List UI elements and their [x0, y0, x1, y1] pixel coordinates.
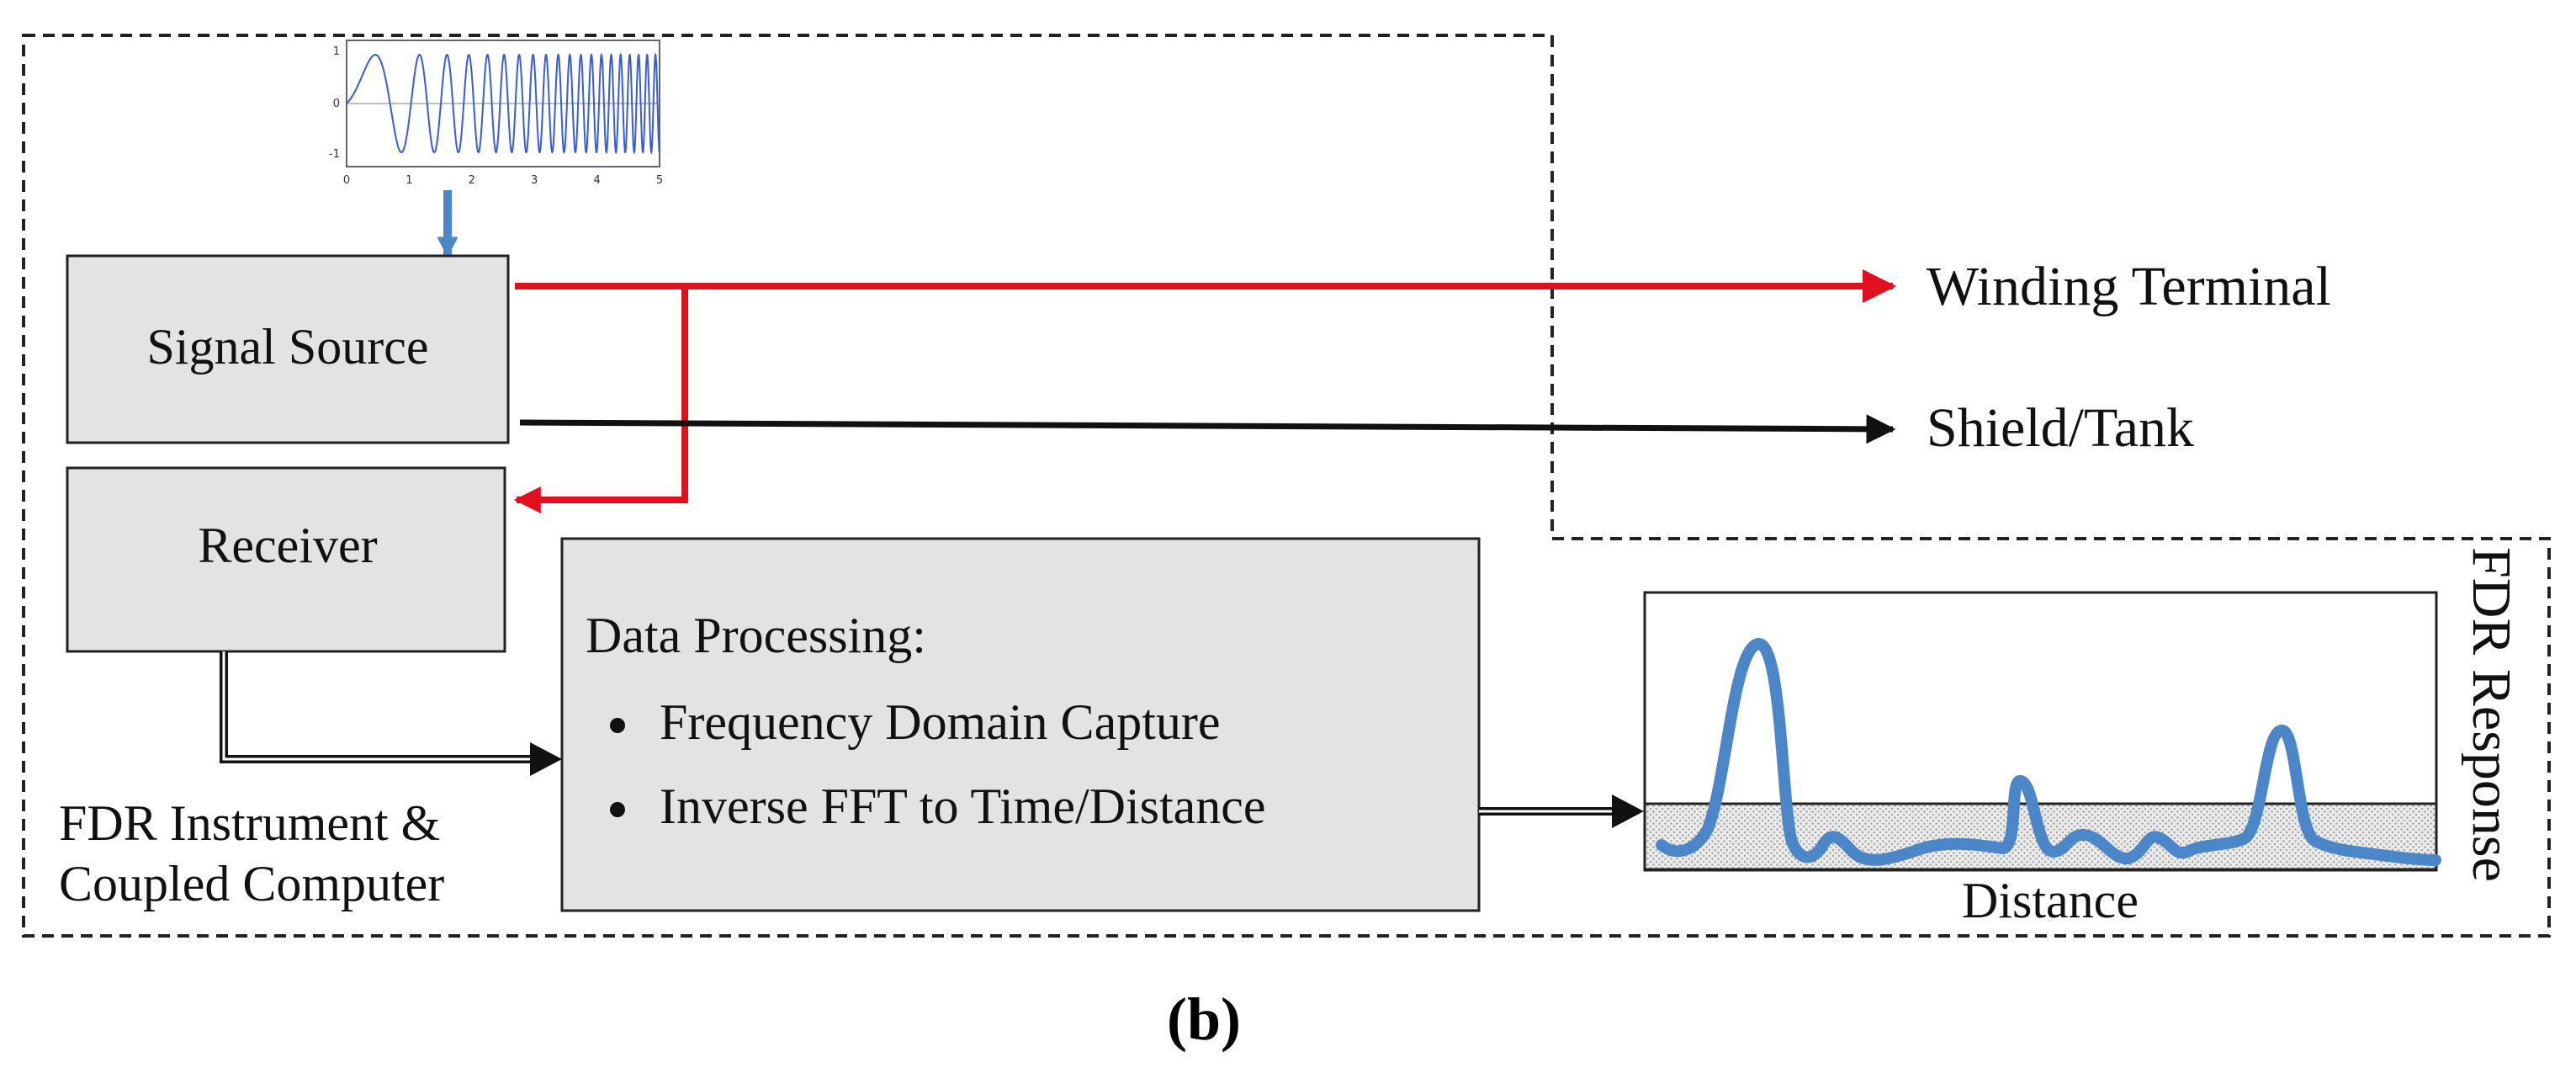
shield-tank-label: Shield/Tank: [1927, 397, 2194, 459]
response-x-label: Distance: [1962, 873, 2139, 928]
receiver-feedback-line: [513, 286, 688, 513]
chirp-y-tick-label: 0: [333, 98, 340, 110]
chirp-waveform: [346, 52, 660, 155]
response-curve: [1656, 638, 2441, 866]
figure-caption: (b): [1167, 986, 1241, 1053]
data-processing-bullet-1: Frequency Domain Capture: [660, 694, 1220, 750]
response-vertical-label: FDR Response: [2461, 547, 2522, 882]
signal-source-block: [66, 254, 510, 444]
instrument-label-line-1: FDR Instrument &: [59, 795, 440, 851]
chirp-x-ticks: 0 1 2 3 4 5: [343, 174, 663, 187]
chirp-y-tick-label: -1: [329, 148, 340, 161]
signal-source-label: Signal Source: [147, 319, 429, 375]
bullet-icon: [610, 802, 625, 817]
processing-to-response-arrowhead: [1612, 794, 1644, 828]
chirp-x-tick-label: 1: [405, 174, 412, 187]
shield-ground-line: [519, 414, 1896, 444]
chirp-x-tick-label: 4: [593, 174, 600, 187]
receiver-to-processing-connector: [220, 651, 535, 763]
receiver-label: Receiver: [198, 518, 377, 573]
chirp-x-tick-label: 2: [469, 174, 475, 187]
chirp-x-tick-label: 0: [343, 174, 350, 187]
chirp-y-tick-label: 1: [333, 45, 340, 58]
chirp-x-tick-label: 5: [656, 174, 663, 187]
data-processing-heading: Data Processing:: [586, 608, 926, 663]
chirp-y-ticks: 1 0 -1: [329, 45, 340, 161]
fdr-response-plot: Distance FDR Response: [1643, 547, 2522, 928]
data-processing-block: [560, 537, 1481, 912]
winding-terminal-label: Winding Terminal: [1927, 256, 2331, 317]
data-processing-bullet-2: Inverse FFT to Time/Distance: [660, 778, 1266, 834]
instrument-label-line-2: Coupled Computer: [59, 856, 444, 911]
instrument-dashed-boundary: [22, 34, 2551, 938]
receiver-to-processing-arrowhead: [530, 742, 562, 776]
chirp-x-tick-label: 3: [531, 174, 538, 187]
receiver-to-processing-connector-inner: [222, 651, 535, 761]
receiver-block: [66, 466, 506, 653]
bullet-icon: [610, 718, 625, 733]
